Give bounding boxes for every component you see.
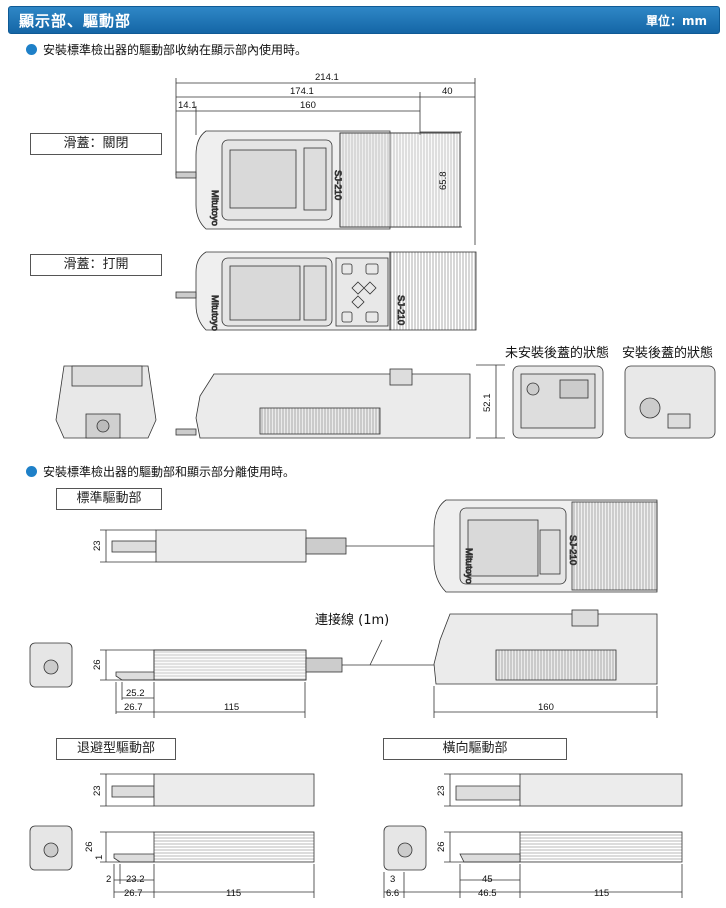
dim-65: 65.8	[438, 172, 449, 191]
model-text-separate: SJ-210	[567, 535, 578, 565]
label-retract-drive: 退避型驅動部	[56, 738, 176, 760]
header-title: 顯示部、驅動部	[19, 12, 132, 30]
label-slide-closed: 滑蓋：關閉	[30, 133, 162, 155]
model-text-closed: SJ-210	[332, 170, 343, 200]
dim-s25: 25.2	[126, 688, 145, 699]
dim-214: 214.1	[315, 72, 339, 83]
section1-title: 安裝標準檢出器的驅動部收納在顯示部內使用時。	[43, 43, 308, 57]
brand-text-closed: Mitutoyo	[209, 190, 220, 226]
dim-l115: 115	[594, 888, 609, 899]
dim-l3: 3	[390, 874, 395, 885]
display-closed	[175, 130, 461, 230]
section1-heading: 安裝標準檢出器的驅動部收納在顯示部內使用時。	[26, 41, 307, 58]
dim-r232: 23.2	[126, 874, 145, 885]
dim-r26: 26	[84, 841, 95, 852]
header-bar: 顯示部、驅動部 單位：mm	[8, 6, 720, 34]
section2-title: 安裝標準檢出器的驅動部和顯示部分離使用時。	[43, 465, 296, 479]
dim-l23: 23	[436, 785, 447, 796]
dim-r267: 26.7	[124, 888, 143, 899]
dim-s267: 26.7	[124, 702, 143, 713]
label-lateral-drive: 橫向驅動部	[383, 738, 567, 760]
dim-r1: 1	[94, 855, 105, 860]
bullet-icon	[26, 44, 37, 55]
retract-drive-side	[29, 825, 315, 898]
dim-r2: 2	[106, 874, 111, 885]
dim-l66: 6.6	[386, 888, 399, 899]
dim-40: 40	[442, 86, 453, 97]
label-slide-open: 滑蓋：打開	[30, 254, 162, 276]
model-text-open: SJ-210	[395, 295, 406, 325]
rear-no-cover	[512, 365, 604, 439]
dim-r115: 115	[226, 888, 241, 899]
dim-174: 174.1	[290, 86, 314, 97]
standard-drive-side	[29, 639, 434, 718]
display-separate-top	[433, 499, 658, 593]
display-separate-side	[433, 609, 658, 718]
section2-heading: 安裝標準檢出器的驅動部和顯示部分離使用時。	[26, 463, 295, 480]
dim-s160: 160	[538, 702, 554, 713]
dim-52: 52.1	[482, 394, 493, 413]
label-cable: 連接線 (1m)	[315, 613, 390, 628]
dim-r23: 23	[92, 785, 103, 796]
unit-label: 單位：mm	[645, 14, 707, 28]
standard-drive-top	[100, 529, 434, 563]
dim-l45: 45	[482, 874, 493, 885]
dim-s115: 115	[224, 702, 239, 713]
front-view	[55, 365, 157, 439]
lateral-drive-side	[383, 825, 683, 898]
label-standard-drive: 標準驅動部	[56, 488, 162, 510]
brand-text-separate: Mitutoyo	[463, 548, 474, 584]
rear-with-cover	[624, 365, 716, 439]
dim-s23: 23	[92, 540, 103, 551]
label-with-cover: 安裝後蓋的狀態	[622, 346, 714, 361]
display-open	[175, 251, 477, 331]
dim-l465: 46.5	[478, 888, 497, 899]
bullet-icon	[26, 466, 37, 477]
label-no-cover: 未安裝後蓋的狀態	[505, 346, 610, 361]
dim-160: 160	[300, 100, 316, 111]
brand-text-open: Mitutoyo	[209, 295, 220, 331]
dim-l26: 26	[436, 841, 447, 852]
retract-drive-top	[100, 773, 315, 807]
lateral-drive-top	[444, 773, 683, 807]
dim-14: 14.1	[178, 100, 197, 111]
dim-s26: 26	[92, 659, 103, 670]
side-view	[175, 364, 505, 439]
